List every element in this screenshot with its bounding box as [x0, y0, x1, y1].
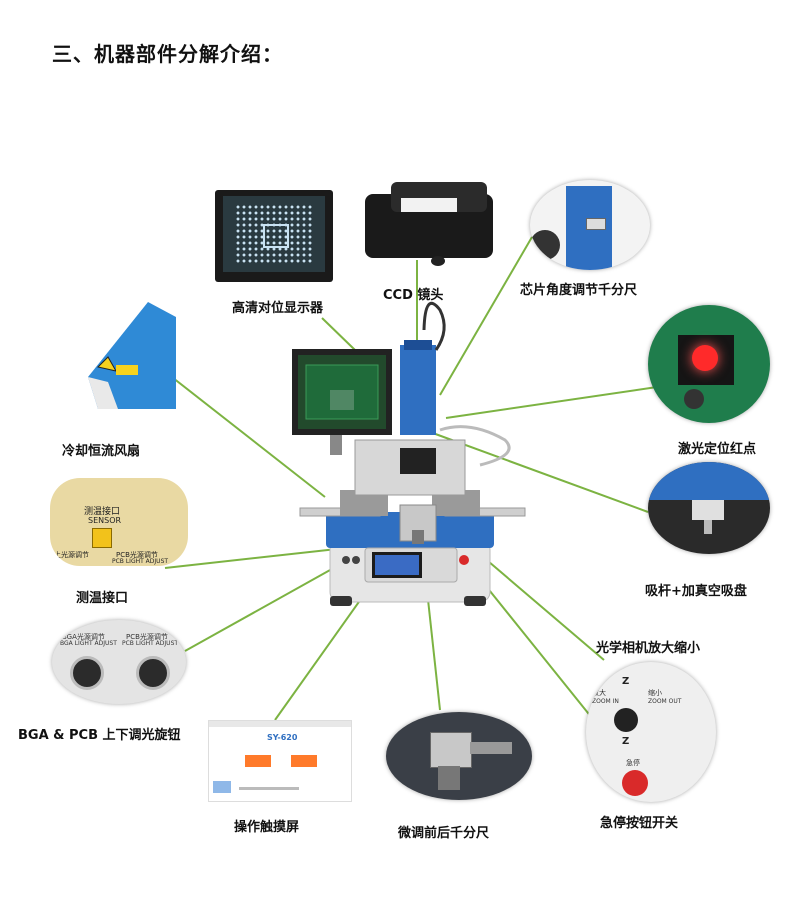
knob-pcb-en: PCB LIGHT ADJUST [122, 640, 179, 647]
label-chip-angle: 芯片角度调节千分尺 [520, 283, 638, 298]
label-ccd: CCD 镜头 [383, 288, 444, 303]
sensor-cn-text: 测温接口 [84, 507, 121, 517]
leader-knobs [184, 559, 349, 652]
panel-knob-2 [352, 556, 360, 564]
sensor-socket [92, 528, 112, 548]
screen-btn-2 [291, 755, 317, 767]
zoom-z-bottom: Z [622, 736, 630, 747]
label-zoom: 光学相机放大缩小 [596, 641, 701, 656]
monitor-arm [330, 435, 342, 455]
label-laser: 激光定位红点 [678, 442, 757, 457]
laser-photo [648, 305, 770, 423]
knob-bga [70, 656, 104, 690]
micrometer-photo [386, 712, 532, 800]
label-light-knobs: BGA & PCB 上下调光旋钮 [18, 728, 181, 743]
leader-chip-angle [439, 236, 533, 396]
zoom-out-cn: 缩小 [648, 689, 662, 697]
fan-photo [78, 297, 178, 409]
machine-foot-left [330, 596, 352, 606]
panel-estop [459, 555, 469, 565]
pcb-light-text: PCB光源调节 [116, 551, 158, 559]
ccd-photo [365, 182, 497, 268]
side-hose [439, 425, 511, 467]
estop-photo-button [622, 770, 648, 796]
leader-sensor [164, 547, 347, 569]
monitor-photo [215, 190, 333, 282]
machine-foot-right [464, 596, 486, 606]
label-micrometer: 微调前后千分尺 [398, 826, 490, 841]
ccd-column [400, 345, 436, 435]
leader-laser [445, 386, 658, 419]
zoom-out-en: ZOOM OUT [648, 698, 682, 705]
label-monitor: 高清对位显示器 [232, 301, 324, 316]
chip-angle-photo [530, 180, 650, 270]
zoom-in-cn: 放大 [592, 689, 606, 697]
sensor-port-photo: 测温接口 SENSOR 上光源调节 PCB光源调节 PCB LIGHT ADJU… [50, 478, 188, 566]
knob-pcb [136, 656, 170, 690]
label-fan: 冷却恒流风扇 [62, 444, 141, 459]
knob-pcb-cn: PCB光源调节 [126, 633, 168, 641]
sensor-en-text: SENSOR [88, 516, 122, 525]
zoom-in-en: ZOOM IN [592, 698, 619, 705]
zoom-z-top: Z [622, 676, 630, 687]
screen-model-text: SY-620 [267, 733, 298, 742]
pcb-light-en-text: PCB LIGHT ADJUST [112, 558, 169, 565]
ccd-column-top [404, 340, 432, 350]
leader-monitor [321, 317, 356, 351]
nozzle-photo [648, 462, 770, 554]
leader-nozzle [429, 431, 649, 513]
screen-logo [213, 781, 231, 793]
touch-screen-photo: SY-620 [208, 720, 352, 802]
label-estop: 急停按钮开关 [600, 816, 679, 831]
knob-bga-en: BGA LIGHT ADJUST [60, 640, 117, 647]
page-heading: 三、机器部件分解介绍： [52, 42, 283, 66]
zoom-knob [614, 708, 638, 732]
estop-cn-text: 急停 [626, 759, 640, 767]
label-touch-screen: 操作触摸屏 [234, 820, 300, 835]
screen-btn-1 [245, 755, 271, 767]
panel-knob-1 [342, 556, 350, 564]
bga-light-text: 上光源调节 [54, 551, 89, 559]
leader-zoom [474, 549, 605, 661]
label-nozzle: 吸杆+加真空吸盘 [645, 584, 747, 599]
knob-bga-cn: BGA光源调节 [62, 633, 105, 641]
label-sensor-port: 测温接口 [76, 591, 129, 606]
zoom-photo: Z 放大 ZOOM IN 缩小 ZOOM OUT Z 急停 [586, 662, 716, 802]
leader-fan [167, 373, 326, 498]
heater-window [400, 448, 436, 474]
light-knobs-photo: BGA光源调节 BGA LIGHT ADJUST PCB光源调节 PCB LIG… [52, 620, 186, 704]
ccd-cable [422, 301, 446, 351]
